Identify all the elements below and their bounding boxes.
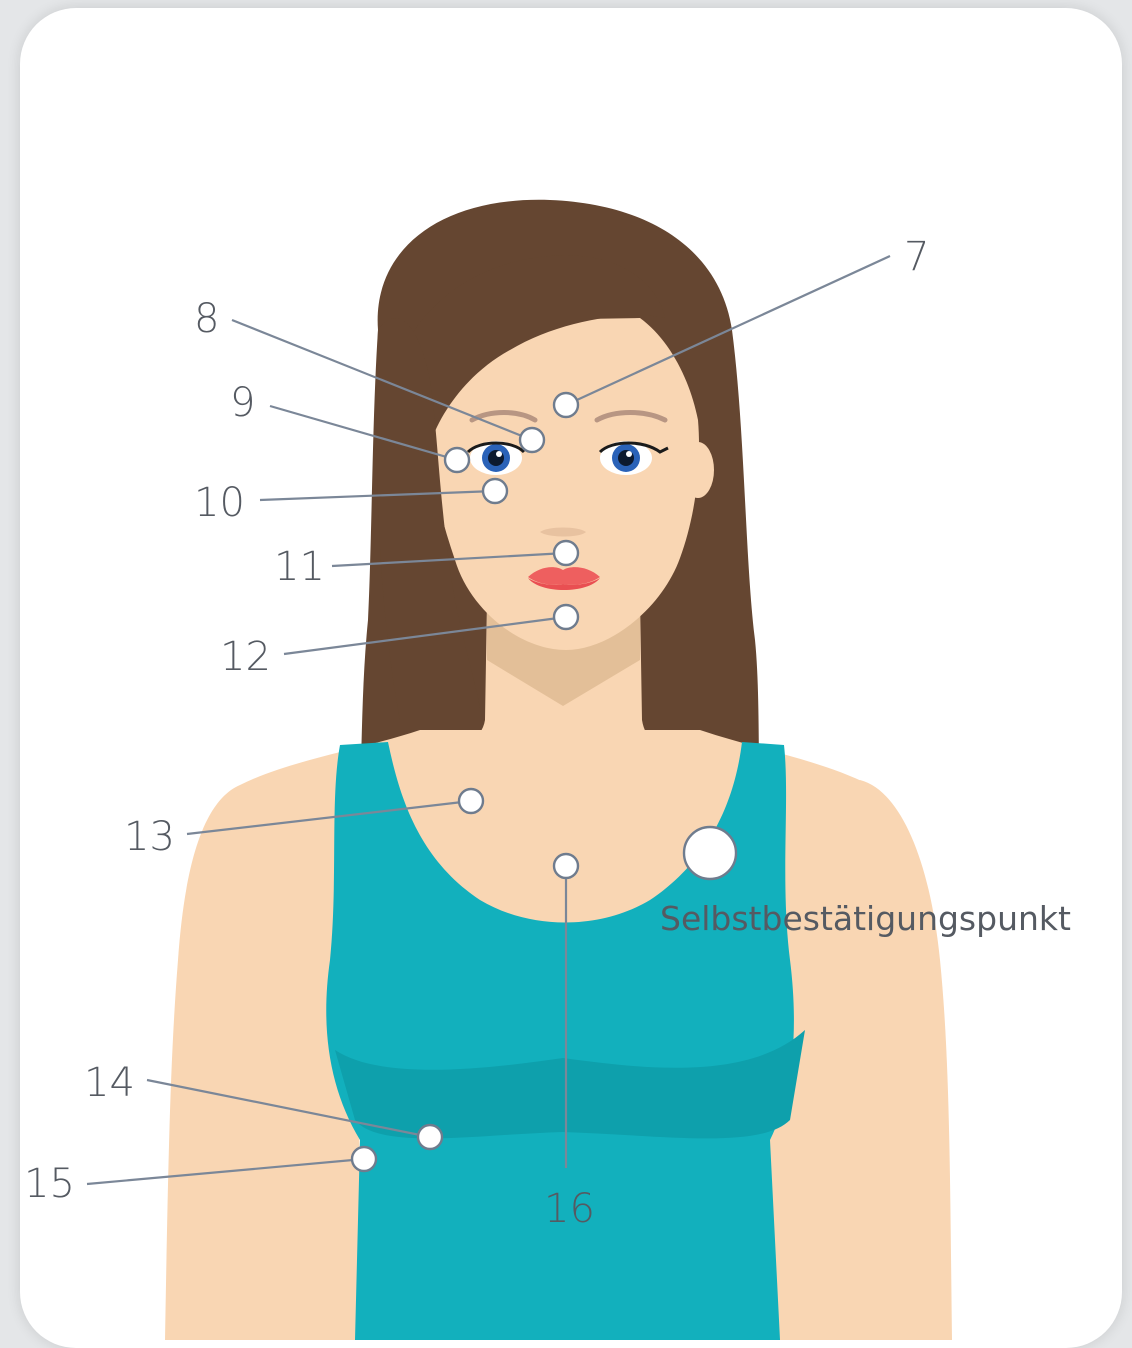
point-7-label: 7: [904, 234, 929, 280]
point-12-marker[interactable]: [554, 605, 578, 629]
point-16-marker[interactable]: [554, 854, 578, 878]
point-8-label: 8: [194, 296, 219, 342]
point-7-marker[interactable]: [554, 393, 578, 417]
point-10-marker[interactable]: [483, 479, 507, 503]
point-14-marker[interactable]: [418, 1125, 442, 1149]
point-12-label: 12: [220, 634, 271, 680]
point-10-label: 10: [194, 480, 245, 526]
point-16-label: 16: [544, 1186, 595, 1232]
point-9-marker[interactable]: [445, 448, 469, 472]
right-ear: [682, 442, 714, 498]
point-15-marker[interactable]: [352, 1147, 376, 1171]
point-14-label: 14: [84, 1060, 135, 1106]
point-13-label: 13: [124, 814, 175, 860]
point-15-label: 15: [24, 1161, 75, 1207]
diagram-card: 7 8 9 10 11 12 13 14 15 16 Selbstbestäti…: [20, 8, 1122, 1348]
self-check-point-marker[interactable]: [684, 827, 736, 879]
point-8-marker[interactable]: [520, 428, 544, 452]
point-13-marker[interactable]: [459, 789, 483, 813]
acupressure-figure: 7 8 9 10 11 12 13 14 15 16 Selbstbestäti…: [20, 8, 1122, 1348]
point-11-marker[interactable]: [554, 541, 578, 565]
self-check-point-label: Selbstbestätigungspunkt: [660, 899, 1071, 938]
point-11-label: 11: [274, 544, 325, 590]
point-9-label: 9: [230, 380, 255, 426]
